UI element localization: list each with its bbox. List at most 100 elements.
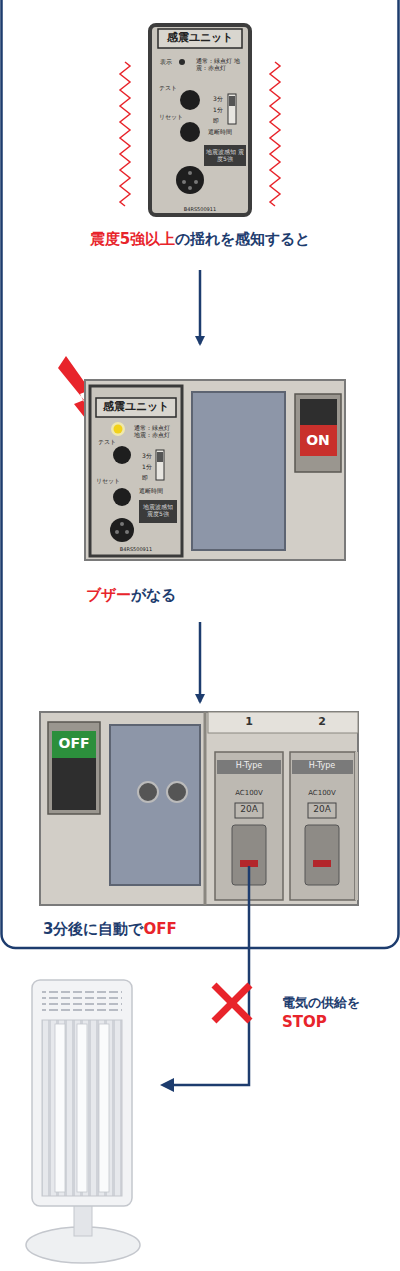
breaker-panel-drawing — [52, 731, 96, 758]
stop-cross — [214, 985, 250, 1021]
unit-panel-drawing — [115, 530, 119, 534]
unit-panel-drawing — [113, 488, 131, 506]
switch-label: 3分 — [142, 452, 152, 459]
panel-label: テスト — [159, 84, 177, 91]
flow-arrow — [199, 270, 202, 344]
sensor-unit-drawing — [182, 180, 186, 184]
heater — [99, 1024, 109, 1192]
sensor-unit-drawing — [194, 180, 198, 184]
shake-lines — [270, 62, 280, 206]
breaker-rating: AC100V — [235, 789, 263, 797]
sensor-unit-drawing — [158, 29, 242, 48]
heater — [26, 980, 140, 1263]
sensor-unit-drawing — [204, 145, 246, 166]
switch-label: 即 — [142, 474, 148, 481]
caption: 3分後に自動で — [43, 920, 143, 938]
unit-panel-drawing — [192, 392, 285, 550]
breaker-panel-drawing — [138, 782, 158, 802]
sensor-unit-drawing — [150, 25, 250, 215]
unit-panel-drawing — [110, 518, 134, 542]
breaker-panel-drawing — [313, 860, 331, 867]
outer-frame — [2, 0, 399, 948]
sensor-unit-drawing — [228, 94, 236, 124]
panel-label: 通常：緑点灯 地震：赤点灯 — [196, 57, 240, 71]
unit-panel-drawing — [295, 394, 341, 472]
heater — [42, 1020, 122, 1196]
note-text: STOP — [282, 1013, 327, 1031]
breaker-type: H-Type — [309, 761, 336, 771]
sensor-unit-drawing — [229, 96, 235, 106]
unit-panel-drawing — [300, 399, 337, 426]
power-wire — [160, 1078, 174, 1092]
unit-panel-drawing — [113, 446, 131, 464]
indicator-label: 地震波感知 震度5強 — [206, 148, 244, 162]
sensor-unit-drawing — [188, 171, 192, 175]
breaker-panel-drawing — [355, 752, 358, 900]
breaker-panel-drawing — [290, 752, 355, 900]
unit-panel-drawing — [96, 398, 176, 417]
circuit-number: 1 — [245, 715, 253, 728]
panel-label: テスト — [98, 438, 116, 445]
heater — [32, 980, 132, 1206]
breaker-panel-drawing — [52, 758, 96, 810]
stop-cross — [214, 985, 250, 1021]
breaker-panel: OFF12H-TypeH-TypeAC100VAC100V20A20A3分後に自… — [36, 708, 362, 946]
sensor-unit-drawing — [150, 25, 250, 215]
breaker-rating: 20A — [313, 804, 331, 815]
sensor-unit-drawing — [180, 90, 200, 110]
switch-label: 1分 — [213, 106, 223, 113]
sensor-unit-drawing — [179, 59, 185, 65]
panel-label: 遮断時間 — [208, 128, 232, 135]
unit-panel-drawing — [139, 500, 177, 523]
panel-label: リセット — [96, 477, 120, 484]
breaker-type: H-Type — [236, 761, 263, 771]
switch-state: ON — [306, 432, 330, 449]
breaker-panel-drawing — [235, 803, 263, 818]
switch-state: OFF — [58, 735, 89, 752]
heater — [42, 990, 122, 1014]
breaker-rating: 20A — [240, 804, 258, 815]
breaker-panel-drawing — [40, 712, 358, 905]
breaker-panel-drawing — [110, 725, 200, 885]
unit-panel-drawing — [157, 452, 163, 462]
breaker-panel-drawing — [40, 712, 358, 905]
flow-arrow — [199, 622, 202, 702]
switch-label: 3分 — [213, 95, 223, 102]
breaker-panel-drawing — [208, 712, 358, 733]
model-number: B4RS500911 — [184, 206, 216, 212]
power-wire — [172, 866, 249, 1085]
stop-cross — [214, 985, 250, 1021]
heater — [55, 1024, 65, 1192]
unit-panel-drawing — [85, 380, 345, 560]
unit-panel-drawing — [111, 422, 125, 436]
panel-label: リセット — [159, 113, 183, 120]
unit-panel-drawing — [85, 380, 345, 560]
caption: の揺れを感知すると — [175, 230, 310, 248]
model-number: B4RS500911 — [120, 546, 152, 552]
breaker-panel-drawing — [305, 825, 339, 885]
unit-panel-drawing — [156, 450, 164, 480]
note-text: 電気の供給を — [282, 995, 360, 1011]
breaker-panel-drawing — [204, 712, 207, 905]
caption: がなる — [131, 586, 176, 604]
panel-label: 遮断時間 — [139, 487, 163, 494]
power-wire — [160, 866, 249, 1092]
shake-lines — [120, 62, 130, 206]
indicator-label: 地震波感知 震度5強 — [140, 503, 176, 517]
switch-label: 即 — [213, 117, 219, 124]
circuit-number: 2 — [318, 715, 326, 728]
caption: OFF — [143, 920, 176, 938]
sensor-unit: 感震ユニット表示 通常：緑点灯 地震：赤点灯テスト 3分 1分即 リセット遮断時間地震波… — [68, 22, 332, 260]
caption: 震度5強以上 — [90, 230, 175, 248]
outer-frame — [2, 0, 399, 948]
breaker-panel-drawing — [308, 803, 336, 818]
panel-label: 表示 — [160, 58, 172, 65]
sensor-unit-drawing — [188, 186, 192, 190]
breaker-panel-drawing — [48, 722, 100, 814]
unit-panel: 感震ユニット通常：緑点灯 地震：赤点灯テスト3分1分即リセット遮断時間地震波感知… — [40, 350, 360, 612]
unit-title: 感震ユニット — [167, 31, 233, 44]
panel-label: 通常：緑点灯 地震：赤点灯 — [134, 424, 176, 438]
unit-panel-drawing — [300, 425, 337, 456]
